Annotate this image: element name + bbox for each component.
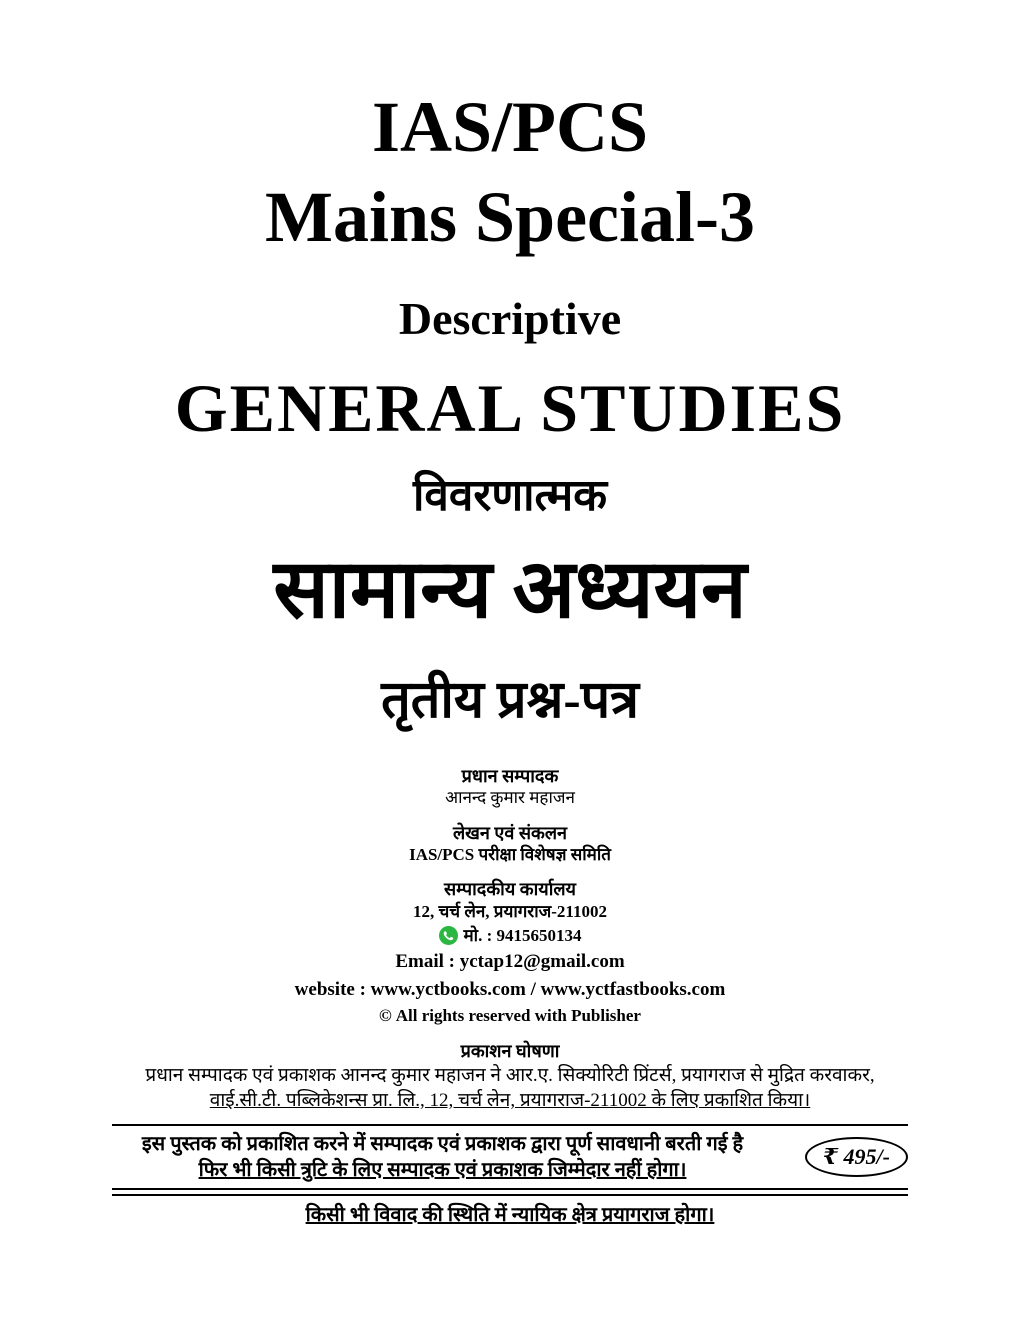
credits-block: प्रधान सम्पादक आनन्द कुमार महाजन लेखन एव… [112,765,908,1026]
descriptive-label-hi: विवरणात्मक [413,471,607,521]
divider-line [112,1123,908,1126]
declaration-line-5: किसी भी विवाद की स्थिति में न्यायिक क्षे… [305,1203,715,1226]
paper-title-hi: तृतीय प्रश्न-पत्र [381,672,639,730]
declaration-heading: प्रकाशन घोषणा [460,1041,560,1062]
rights-line: ©All rights reserved with Publisher [112,1005,908,1026]
email-line: Email : yctap12@gmail.com [395,951,625,973]
mobile-number: मो. : 9415650134 [463,926,582,946]
chief-editor-name: आनन्द कुमार महाजन [445,788,575,808]
caution-text-block: इस पुस्तक को प्रकाशित करने में सम्पादक ए… [112,1131,773,1183]
whatsapp-icon [438,926,458,946]
writing-committee: IAS/PCS परीक्षा विशेषज्ञ समिति [409,845,611,865]
copyright-icon: © [379,1005,392,1025]
edition-title: Mains Special-3 [264,176,755,257]
writing-heading: लेखन एवं संकलन [452,822,568,843]
descriptive-label-en: Descriptive [398,293,622,345]
series-title: IAS/PCS [371,87,649,167]
declaration-line-3: इस पुस्तक को प्रकाशित करने में सम्पादक ए… [141,1132,744,1155]
chief-editor-heading: प्रधान सम्पादक [461,765,559,786]
website-line: website : www.yctbooks.com / www.yctfast… [294,979,726,1001]
subject-title-en: GENERAL STUDIES [174,370,846,447]
publication-declaration: प्रकाशन घोषणा प्रधान सम्पादक एवं प्रकाशक… [112,1040,908,1228]
subject-title-hi: सामान्य अध्ययन [273,543,747,635]
office-address: 12, चर्च लेन, प्रयागराज-211002 [412,901,607,921]
rights-text: All rights reserved with Publisher [395,1005,641,1025]
double-divider-line [112,1187,908,1196]
declaration-line-2: वाई.सी.टी. पब्लिकेशन्स प्रा. लि., 12, चर… [209,1090,811,1112]
price-badge: ₹ 495/- [804,1136,908,1177]
declaration-line-1: प्रधान सम्पादक एवं प्रकाशक आनन्द कुमार म… [145,1064,875,1086]
mobile-line: मो. : 9415650134 [112,925,908,946]
caution-row: इस पुस्तक को प्रकाशित करने में सम्पादक ए… [112,1131,908,1183]
declaration-line-4: फिर भी किसी त्रुटि के लिए सम्पादक एवं प्… [198,1158,687,1181]
office-heading: सम्पादकीय कार्यालय [443,879,576,900]
